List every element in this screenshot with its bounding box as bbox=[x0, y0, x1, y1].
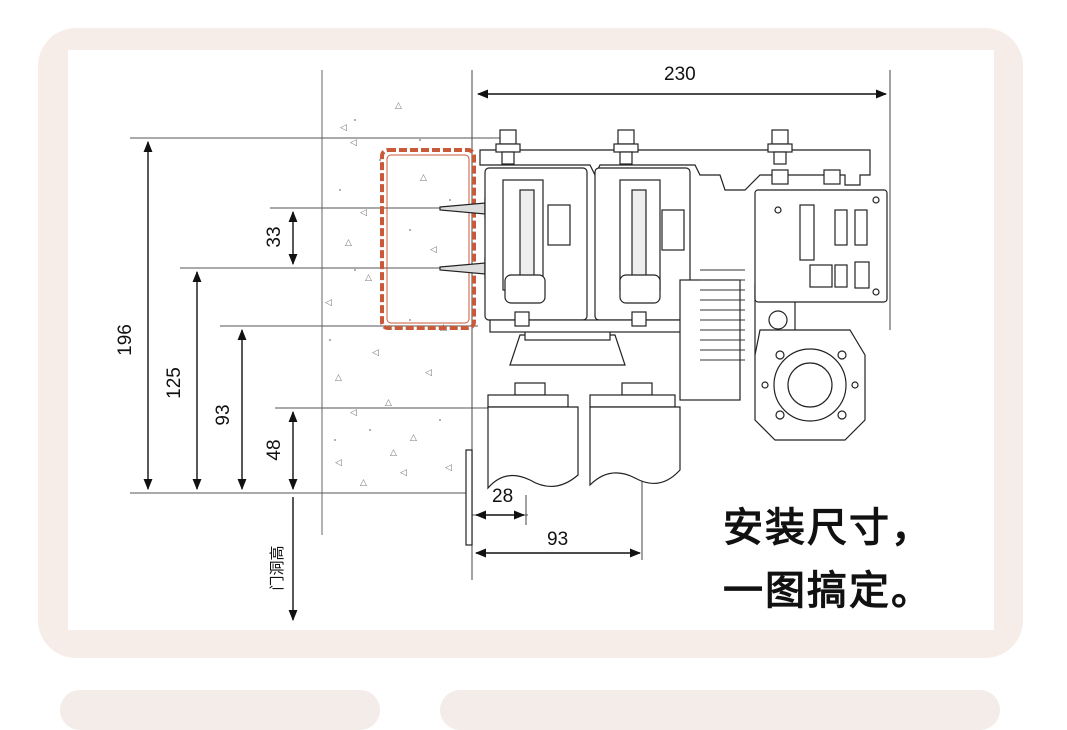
dimension-125: 125 bbox=[164, 367, 185, 399]
svg-text:◁: ◁ bbox=[372, 348, 379, 358]
svg-text:△: △ bbox=[395, 101, 402, 111]
dimension-230: 230 bbox=[664, 64, 696, 85]
steel-tube bbox=[380, 148, 476, 330]
installation-diagram: ◁△◁ △◁△ ◁△◁ △◁△ ◁△◁ △◁△ ◁△◁ bbox=[115, 64, 891, 622]
svg-text:△: △ bbox=[385, 398, 392, 408]
door-frame-base bbox=[465, 449, 473, 546]
door-leaves bbox=[487, 382, 681, 490]
svg-text:△: △ bbox=[345, 238, 352, 248]
dimension-196: 196 bbox=[115, 324, 136, 356]
svg-text:△: △ bbox=[335, 373, 342, 383]
svg-text:◁: ◁ bbox=[430, 245, 437, 255]
concrete-wall: ◁△◁ △◁△ ◁△◁ △◁△ ◁△◁ △◁△ ◁△◁ bbox=[321, 70, 473, 580]
bolts bbox=[495, 129, 841, 327]
svg-text:△: △ bbox=[420, 173, 427, 183]
svg-text:△: △ bbox=[360, 478, 367, 488]
svg-text:△: △ bbox=[410, 433, 417, 443]
svg-text:◁: ◁ bbox=[400, 468, 407, 478]
dimension-48: 48 bbox=[264, 439, 285, 460]
svg-text:◁: ◁ bbox=[360, 208, 367, 218]
svg-text:◁: ◁ bbox=[350, 138, 357, 148]
dimension-93-vertical: 93 bbox=[213, 404, 234, 425]
dimension-28: 28 bbox=[492, 486, 513, 507]
vertical-dimensions bbox=[143, 140, 298, 622]
dimension-93-horizontal: 93 bbox=[547, 529, 568, 550]
caption-line-2: 一图搞定。 bbox=[723, 568, 933, 614]
door-opening-height-label: 门洞高 bbox=[268, 545, 286, 590]
svg-text:◁: ◁ bbox=[445, 463, 452, 473]
svg-text:◁: ◁ bbox=[425, 368, 432, 378]
svg-text:△: △ bbox=[390, 448, 397, 458]
svg-text:△: △ bbox=[365, 273, 372, 283]
svg-text:◁: ◁ bbox=[340, 123, 347, 133]
dimension-33: 33 bbox=[264, 226, 285, 247]
svg-text:◁: ◁ bbox=[325, 298, 332, 308]
svg-text:◁: ◁ bbox=[350, 408, 357, 418]
door-track-assembly bbox=[479, 149, 871, 366]
control-board bbox=[754, 189, 888, 303]
caption-line-1: 安装尺寸， bbox=[723, 505, 933, 551]
svg-text:◁: ◁ bbox=[335, 458, 342, 468]
horizontal-dimensions bbox=[474, 70, 891, 560]
